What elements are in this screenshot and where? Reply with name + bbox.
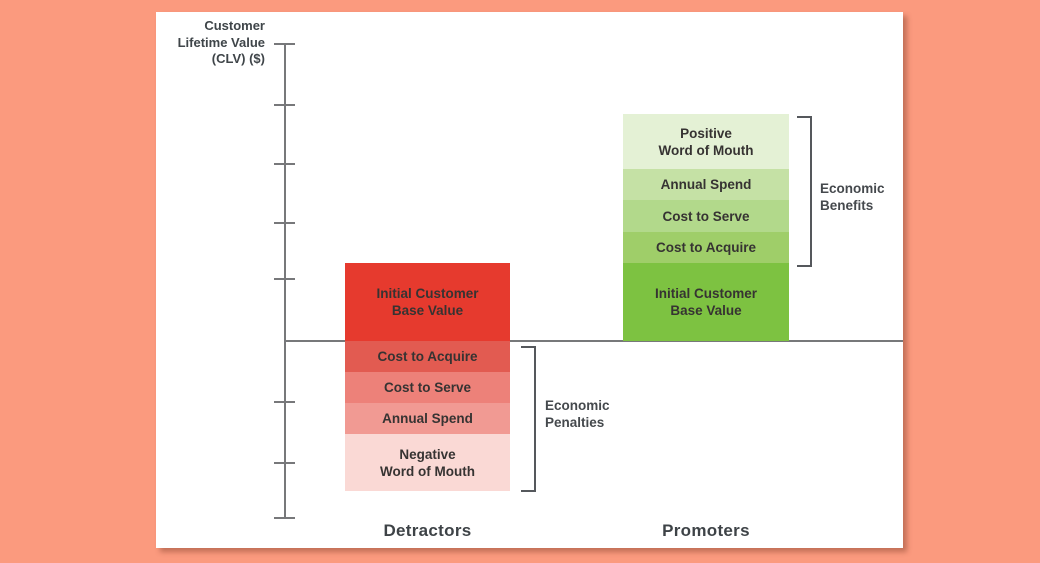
bar-segment-detractors-negative-word-of-mouth: Negative Word of Mouth [345,434,510,491]
bar-segment-detractors-initial-base-value: Initial Customer Base Value [345,263,510,341]
y-axis-tick [274,278,295,280]
y-axis-line [284,43,286,517]
economic-benefits-label: Economic Benefits [820,181,885,213]
y-axis-tick [274,401,295,403]
bar-segment-promoters-annual-spend: Annual Spend [623,169,789,200]
y-axis-tick [274,462,295,464]
category-label-promoters: Promoters [662,521,750,540]
y-axis-tick [274,222,295,224]
bar-segment-promoters-cost-to-acquire: Cost to Acquire [623,232,789,263]
bar-segment-detractors-cost-to-acquire: Cost to Acquire [345,341,510,372]
bar-segment-promoters-positive-word-of-mouth: Positive Word of Mouth [623,114,789,169]
economic-penalties-label: Economic Penalties [545,398,610,430]
y-axis-title: Customer Lifetime Value (CLV) ($) [177,18,265,66]
bar-segment-promoters-initial-base-value: Initial Customer Base Value [623,263,789,341]
chart-panel: Customer Lifetime Value (CLV) ($) Initia… [156,12,903,548]
y-axis-tick [274,163,295,165]
y-axis-tick [274,517,295,519]
y-axis-tick [274,104,295,106]
zero-baseline [284,340,903,342]
economic-benefits-bracket [797,116,812,267]
bar-segment-detractors-cost-to-serve: Cost to Serve [345,372,510,403]
y-axis-tick [274,43,295,45]
bar-segment-detractors-annual-spend: Annual Spend [345,403,510,434]
category-label-detractors: Detractors [383,521,472,540]
bar-segment-promoters-cost-to-serve: Cost to Serve [623,200,789,232]
economic-penalties-bracket [521,346,536,492]
